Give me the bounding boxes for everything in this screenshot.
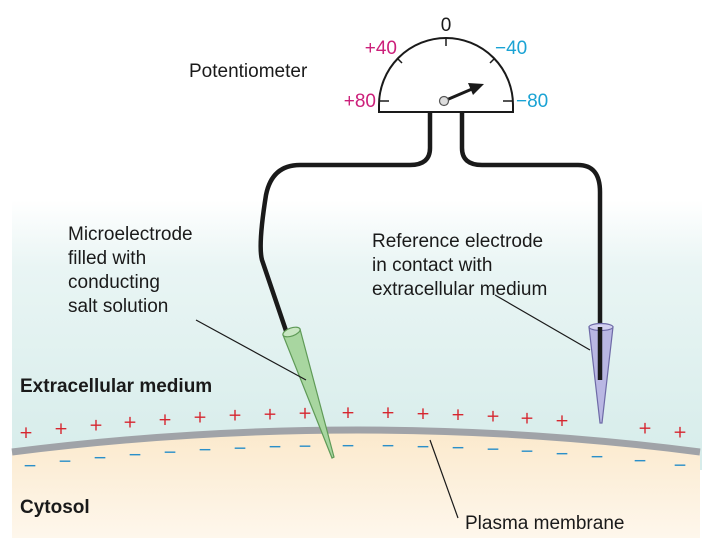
dial-tick-pos40 <box>396 57 403 64</box>
microelectrode-wire <box>258 110 433 373</box>
negative-charge: − <box>633 451 647 471</box>
positive-charge: + <box>89 416 103 436</box>
positive-charge: + <box>123 412 137 432</box>
positive-charge: + <box>158 410 172 430</box>
negative-charge: − <box>58 452 72 472</box>
cytosol-label: Cytosol <box>20 497 90 518</box>
negative-charge: − <box>233 439 247 459</box>
positive-charge: + <box>638 419 652 439</box>
extracellular-label: Extracellular medium <box>20 376 212 397</box>
microelectrode-label-line-3: conducting <box>68 272 160 293</box>
reference-label-line-1: Reference electrode <box>372 231 543 252</box>
negative-charge: − <box>198 440 212 460</box>
positive-charges: + + + + + + + + + + + + + + + + + + <box>19 403 687 443</box>
microelectrode-label-line-1: Microelectrode <box>68 224 193 245</box>
positive-charge: + <box>451 405 465 425</box>
negative-charge: − <box>486 439 500 459</box>
positive-charge: + <box>228 406 242 426</box>
negative-charge: − <box>416 437 430 457</box>
dial-needle-arrowhead <box>468 83 484 95</box>
positive-charge: + <box>341 403 355 423</box>
negative-charge: − <box>381 436 395 456</box>
positive-charge: + <box>673 423 687 443</box>
positive-charge: + <box>19 423 33 443</box>
dial-label-pos80: +80 <box>344 91 376 112</box>
negative-charge: − <box>673 456 687 476</box>
extracellular-region <box>12 200 702 470</box>
negative-charges: −−−−−−−−−−−−−−−−−−− <box>23 436 687 476</box>
negative-charge: − <box>520 441 534 461</box>
negative-charge: − <box>23 456 37 476</box>
microelectrode-label-line-4: salt solution <box>68 296 168 317</box>
reference-label-line-2: in contact with <box>372 255 492 276</box>
reference-wire <box>459 110 603 380</box>
potentiometer-label: Potentiometer <box>189 61 308 82</box>
negative-charge: − <box>268 437 282 457</box>
negative-charge: − <box>93 448 107 468</box>
plasma-membrane <box>11 426 701 456</box>
negative-charge: − <box>590 447 604 467</box>
microelectrode-label-line-2: filled with <box>68 248 146 269</box>
negative-charge: − <box>163 442 177 462</box>
positive-charge: + <box>193 408 207 428</box>
cytosol-region <box>12 430 700 538</box>
positive-charge: + <box>298 403 312 423</box>
positive-charge: + <box>263 404 277 424</box>
positive-charge: + <box>416 404 430 424</box>
microelectrode-leader <box>195 319 307 381</box>
reference-label-line-3: extracellular medium <box>372 279 547 300</box>
positive-charge: + <box>381 403 395 423</box>
membrane-label: Plasma membrane <box>465 513 624 534</box>
negative-charge: − <box>341 436 355 456</box>
positive-charge: + <box>54 419 68 439</box>
reference-leader <box>494 294 591 351</box>
negative-charge: − <box>451 438 465 458</box>
negative-charge: − <box>128 445 142 465</box>
dial-tick-neg40 <box>489 57 496 64</box>
positive-charge: + <box>486 406 500 426</box>
negative-charge: − <box>298 436 312 456</box>
dial-label-zero: 0 <box>441 15 452 36</box>
potentiometer-dial <box>378 37 514 113</box>
dial-label-neg40: −40 <box>495 38 527 59</box>
microelectrode-top <box>282 326 301 338</box>
negative-charge: − <box>555 444 569 464</box>
dial-pivot <box>438 95 450 107</box>
dial-label-pos40: +40 <box>365 38 397 59</box>
positive-charge: + <box>520 408 534 428</box>
dial-label-neg80: −80 <box>516 91 548 112</box>
membrane-leader <box>429 439 459 519</box>
positive-charge: + <box>555 411 569 431</box>
